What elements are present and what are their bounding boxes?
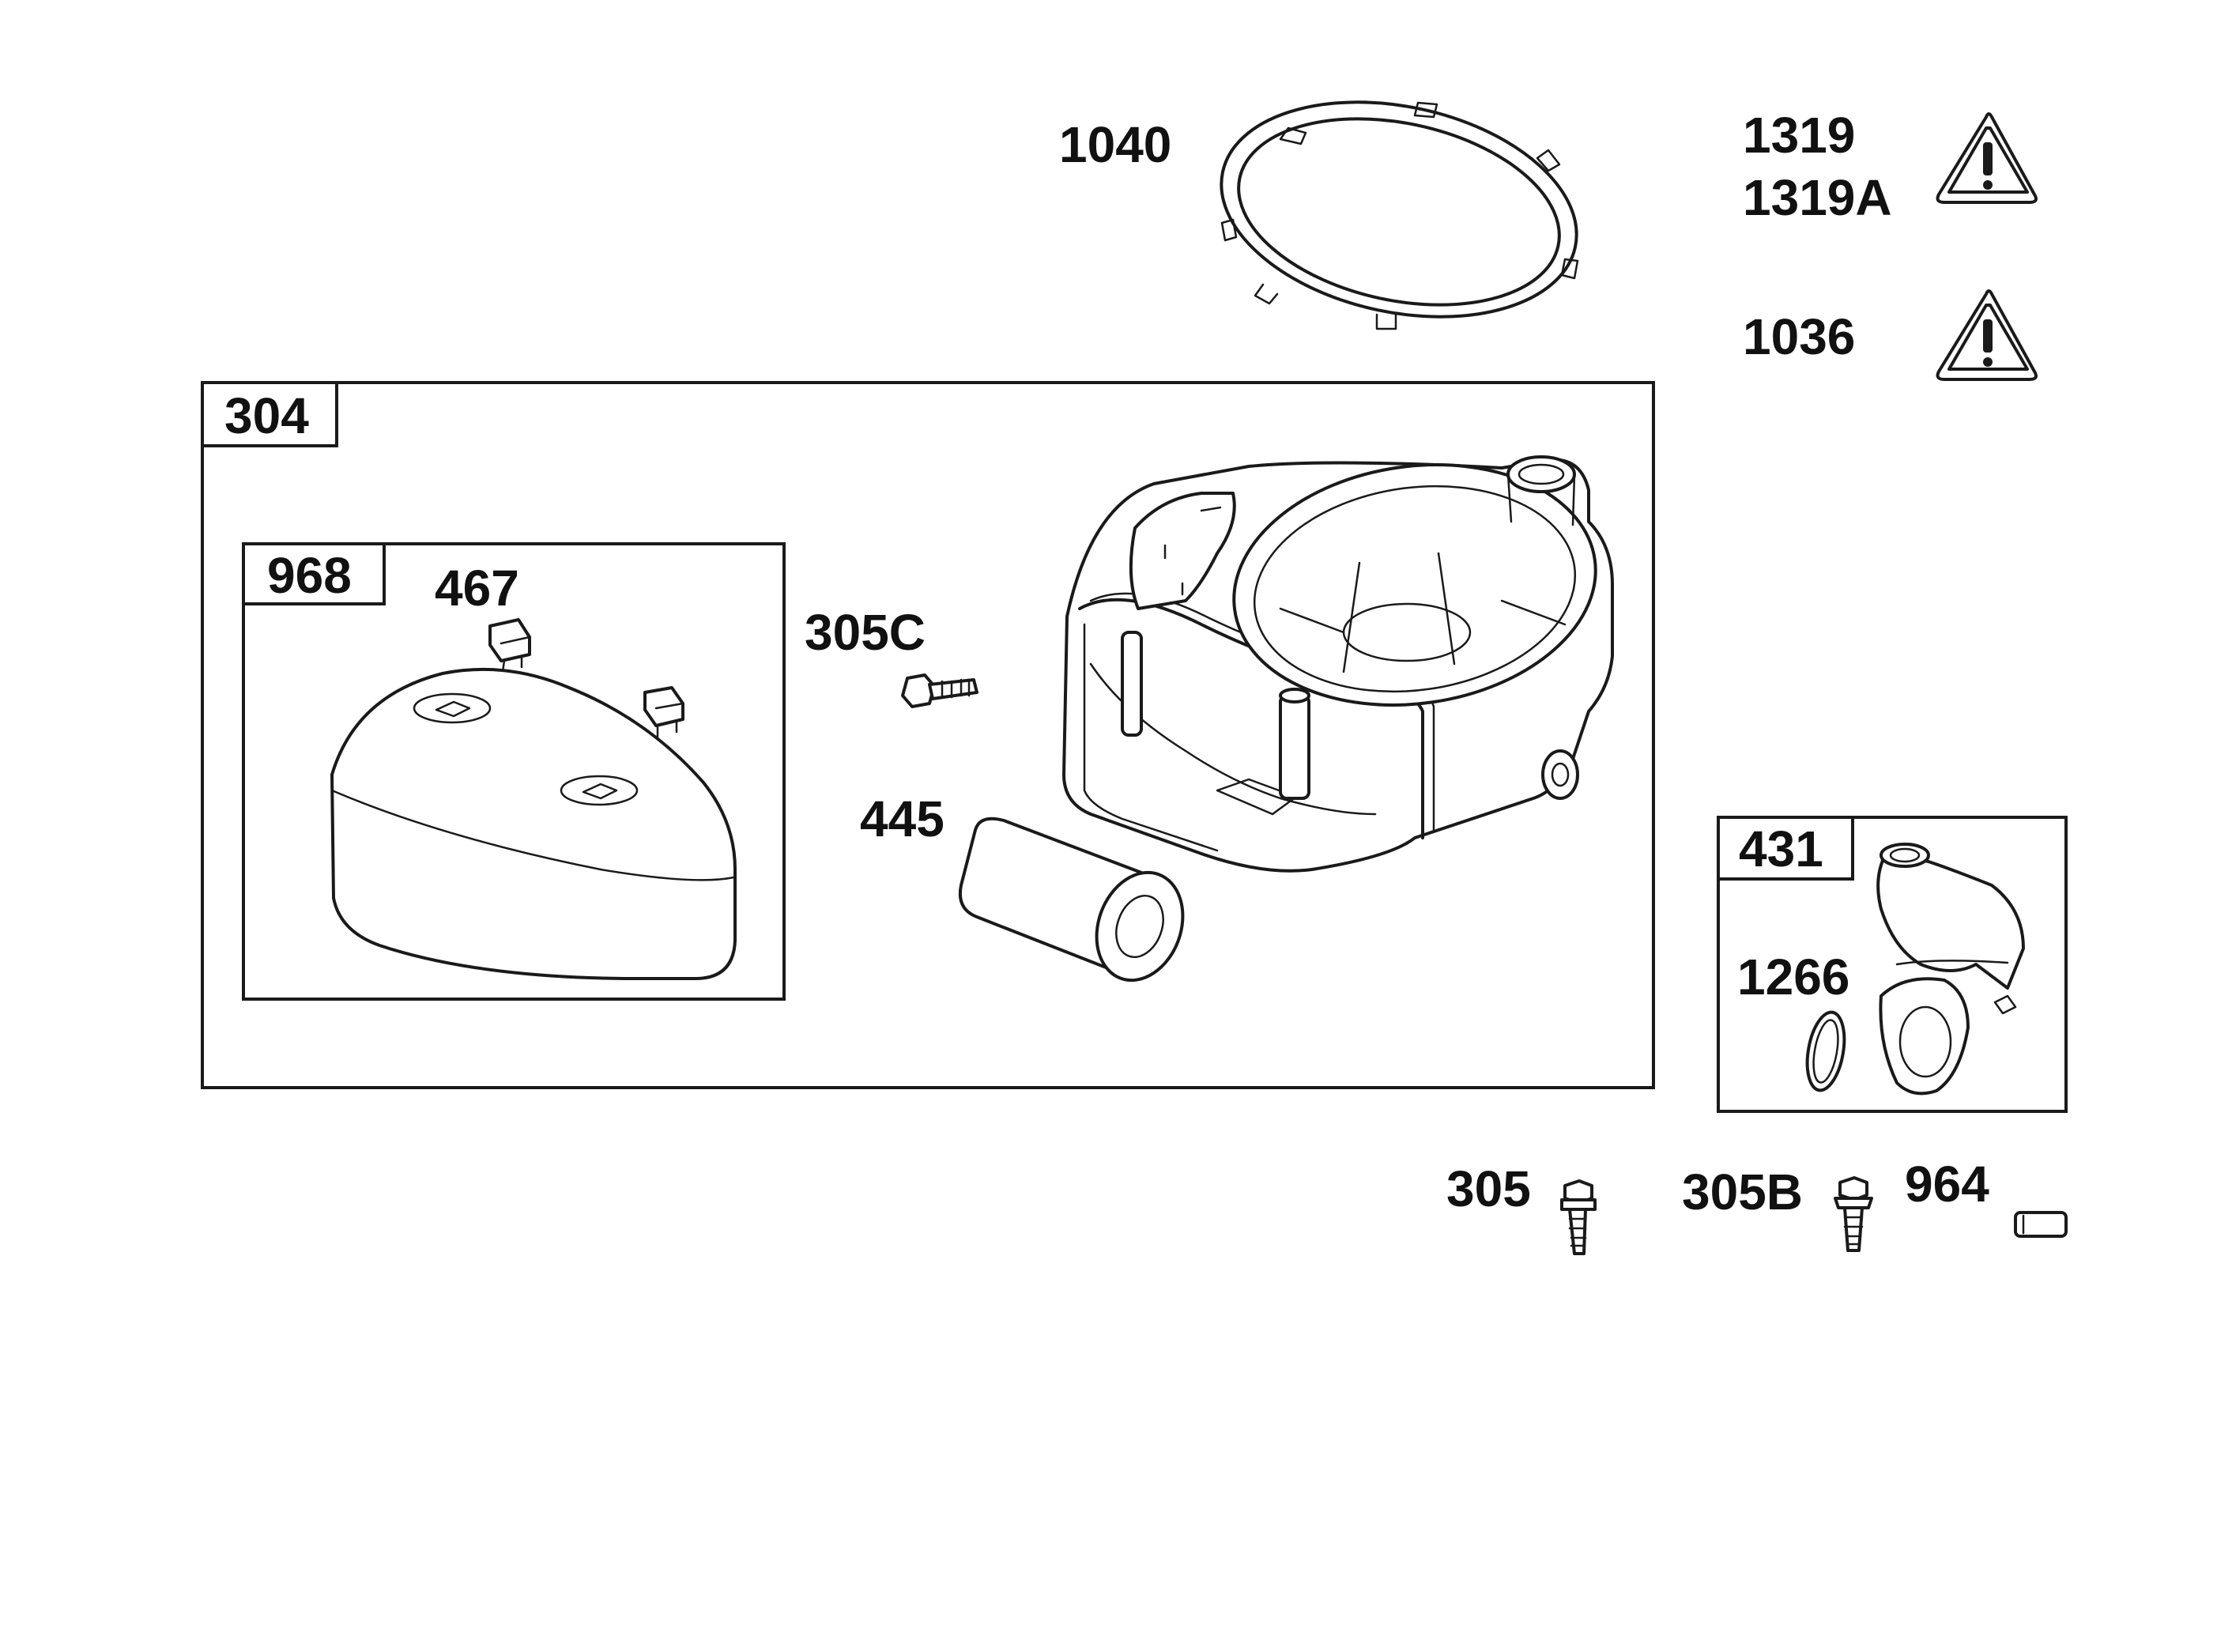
label-305b: 305B [1682, 1164, 1803, 1220]
label-305c: 305C [805, 604, 926, 661]
oring-1266-drawing [1805, 1010, 1846, 1092]
kit-box-968 [242, 542, 786, 1001]
kit-tag-968 [242, 542, 386, 605]
label-467: 467 [435, 560, 519, 617]
filter-445-drawing [959, 817, 1185, 983]
label-445: 445 [860, 790, 944, 847]
bolt-305b-drawing [1834, 1176, 1873, 1252]
label-431: 431 [1739, 820, 1823, 877]
bolt-305-drawing [1560, 1179, 1597, 1255]
warning-triangle-icon [1936, 289, 2038, 381]
label-1319: 1319 [1743, 107, 1855, 164]
warning-triangle-icon [1936, 112, 2038, 204]
bolt-305c-drawing [901, 673, 978, 708]
elbow-tube-drawing [1876, 843, 2025, 1096]
label-304: 304 [224, 387, 309, 444]
tube-964-drawing [2014, 1211, 2068, 1238]
label-1266: 1266 [1737, 949, 1849, 1005]
label-968: 968 [267, 547, 352, 604]
clip-467-drawing [643, 686, 684, 738]
label-1319a: 1319A [1743, 169, 1892, 226]
label-1036: 1036 [1743, 308, 1855, 365]
kit-box-431 [1717, 816, 2068, 1113]
label-1040: 1040 [1059, 116, 1171, 173]
kit-tag-304 [201, 381, 338, 447]
clip-467-drawing [488, 618, 531, 673]
kit-tag-431 [1717, 816, 1854, 881]
label-305: 305 [1446, 1160, 1531, 1217]
label-964: 964 [1905, 1156, 1989, 1213]
ring-1040-drawing [1220, 100, 1579, 330]
kit-box-304 [201, 381, 1655, 1089]
air-cleaner-cover-drawing [330, 667, 737, 980]
blower-housing-drawing [1062, 455, 1614, 873]
